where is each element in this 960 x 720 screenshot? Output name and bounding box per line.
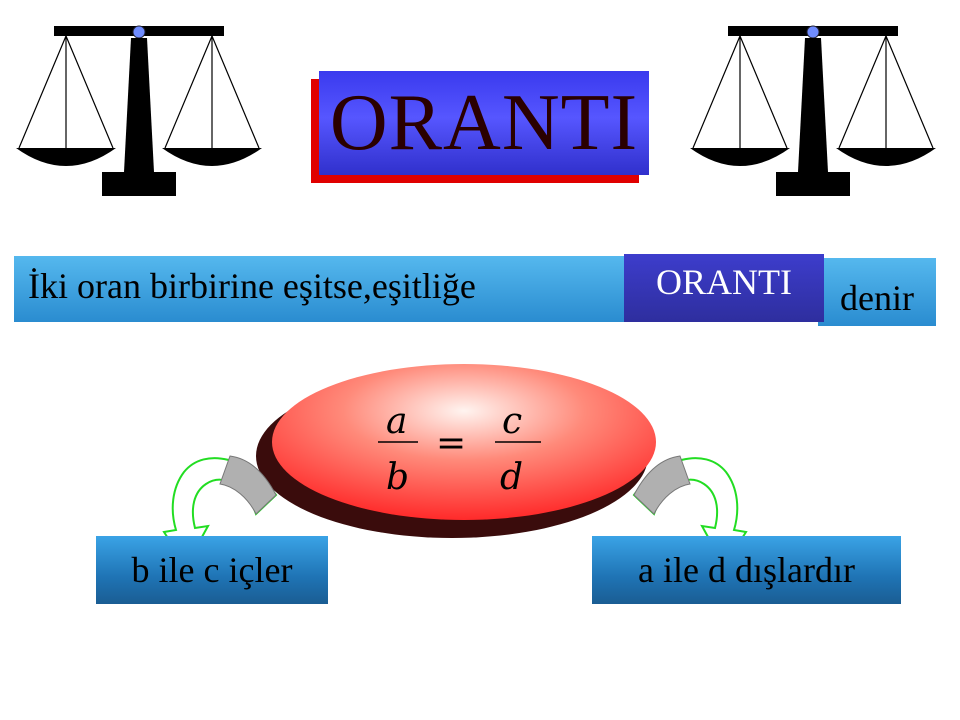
definition-sentence: İki oran birbirine eşitse,eşitliğe (14, 256, 626, 322)
outer-terms-label: a ile d dışlardır (592, 536, 901, 604)
equation-ellipse (256, 364, 656, 538)
definition-suffix: denir (818, 258, 936, 326)
equals-sign: = (436, 423, 467, 464)
balance-scale-icon (690, 25, 936, 196)
numerator-a: a (386, 401, 408, 442)
numerator-c: c (502, 401, 523, 442)
page-title: ORANTI (319, 71, 649, 175)
denominator-d: d (500, 457, 524, 498)
definition-highlight: ORANTI (624, 254, 824, 322)
denominator-b: b (386, 457, 410, 498)
inner-terms-label: b ile c içler (96, 536, 328, 604)
balance-scale-icon (16, 25, 262, 196)
